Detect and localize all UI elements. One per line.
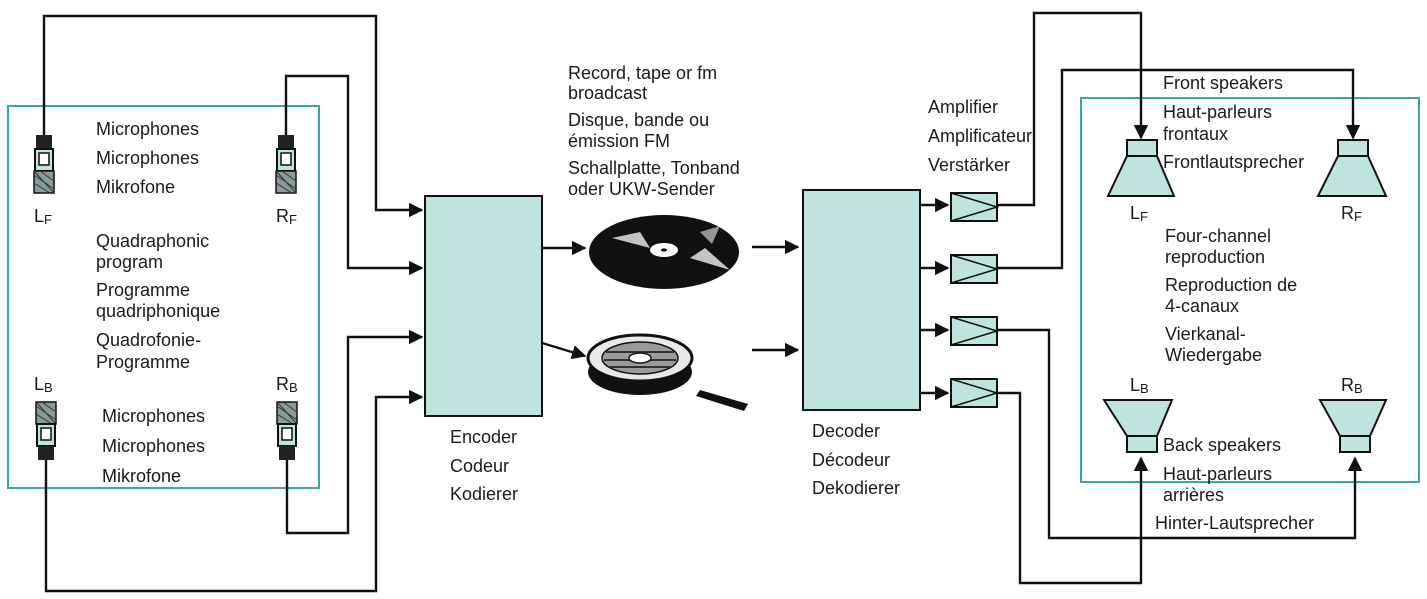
svg-text:Verstärker: Verstärker — [928, 155, 1010, 175]
microphone-frame — [7, 105, 320, 489]
svg-text:Mikrofone: Mikrofone — [102, 466, 181, 486]
mic-lb-label: LB — [34, 374, 53, 395]
microphone-rb-icon — [276, 401, 298, 460]
svg-text:program: program — [96, 252, 163, 272]
svg-text:quadriphonique: quadriphonique — [96, 301, 220, 321]
encoder-box — [424, 195, 543, 417]
svg-text:Hinter-Lautsprecher: Hinter-Lautsprecher — [1155, 513, 1314, 533]
svg-text:Decoder: Decoder — [812, 421, 880, 441]
speaker-rb-icon — [1318, 399, 1388, 453]
svg-text:Microphones: Microphones — [96, 148, 199, 168]
svg-text:Record, tape or fm: Record, tape or fm — [568, 63, 717, 83]
wire-amp4-to-lb — [997, 391, 1149, 585]
svg-text:Haut-parleurs: Haut-parleurs — [1163, 464, 1272, 484]
microphone-lb-icon — [35, 401, 57, 460]
speaker-lb-label: LB — [1130, 375, 1149, 396]
decoder-box — [802, 189, 921, 411]
svg-text:4-canaux: 4-canaux — [1165, 296, 1239, 316]
svg-text:arrières: arrières — [1163, 485, 1224, 505]
svg-text:Microphones: Microphones — [102, 406, 205, 426]
speaker-rf-icon — [1316, 139, 1388, 197]
svg-text:Frontlautsprecher: Frontlautsprecher — [1163, 152, 1304, 172]
svg-text:Front speakers: Front speakers — [1163, 73, 1283, 93]
svg-text:Amplificateur: Amplificateur — [928, 126, 1032, 146]
amplifier-text: Amplifier Amplificateur Verstärker — [928, 97, 1032, 175]
svg-text:Encoder: Encoder — [450, 427, 517, 447]
arrow-encoder-to-tape — [541, 341, 587, 360]
speaker-frame — [1080, 97, 1420, 483]
svg-text:Programme: Programme — [96, 352, 190, 372]
wire-amp3-to-rb — [997, 328, 1363, 540]
speaker-lb-icon — [1102, 399, 1174, 453]
svg-text:Mikrofone: Mikrofone — [96, 177, 175, 197]
microphone-lf-icon — [33, 135, 55, 194]
decoder-text: Decoder Décodeur Dekodierer — [812, 421, 900, 498]
svg-text:Décodeur: Décodeur — [812, 450, 890, 470]
wire-amp1-to-lf — [997, 11, 1149, 207]
wire-lb-to-encoder — [44, 389, 424, 593]
wire-rf-to-encoder — [284, 74, 424, 276]
svg-text:Codeur: Codeur — [450, 456, 509, 476]
svg-text:Dekodierer: Dekodierer — [812, 478, 900, 498]
svg-text:Haut-parleurs: Haut-parleurs — [1163, 102, 1272, 122]
svg-text:Microphones: Microphones — [102, 436, 205, 456]
amplifier-2-icon — [950, 254, 1000, 284]
svg-text:Vierkanal-: Vierkanal- — [1165, 324, 1246, 344]
wire-amp2-to-rf — [997, 68, 1361, 270]
svg-text:Schallplatte, Tonband: Schallplatte, Tonband — [568, 158, 740, 178]
svg-text:Amplifier: Amplifier — [928, 97, 998, 117]
mic-rf-label: RF — [276, 206, 297, 227]
amplifier-4-icon — [950, 378, 1000, 408]
svg-text:Four-channel: Four-channel — [1165, 226, 1271, 246]
microphone-rf-icon — [275, 135, 297, 194]
back-speakers-text: Back speakers Haut-parleurs arrières Hin… — [1155, 435, 1314, 533]
svg-text:oder UKW-Sender: oder UKW-Sender — [568, 179, 715, 199]
encoder-text: Encoder Codeur Kodierer — [450, 427, 518, 504]
svg-text:reproduction: reproduction — [1165, 247, 1265, 267]
record-disc-icon — [589, 215, 739, 289]
svg-text:Disque, bande ou: Disque, bande ou — [568, 110, 709, 130]
svg-text:Quadrofonie-: Quadrofonie- — [96, 330, 201, 350]
svg-text:Quadraphonic: Quadraphonic — [96, 231, 209, 251]
media-text: Record, tape or fm broadcast Disque, ban… — [568, 63, 740, 199]
speaker-lf-label: LF — [1130, 203, 1148, 224]
front-speakers-text: Front speakers Haut-parleurs frontaux Fr… — [1163, 73, 1304, 172]
svg-text:frontaux: frontaux — [1163, 124, 1228, 144]
mic-rb-label: RB — [276, 374, 298, 395]
quadraphonic-program-text: Quadraphonic program Programme quadripho… — [96, 231, 220, 372]
tape-reel-icon — [586, 333, 748, 411]
back-microphones-text: Microphones Microphones Mikrofone — [102, 406, 205, 486]
wire-lf-to-encoder — [42, 14, 424, 218]
svg-text:émission FM: émission FM — [568, 131, 670, 151]
svg-text:Reproduction de: Reproduction de — [1165, 275, 1297, 295]
speaker-rf-label: RF — [1341, 203, 1362, 224]
amplifier-1-icon — [950, 192, 1000, 222]
svg-text:Kodierer: Kodierer — [450, 484, 518, 504]
front-microphones-text: Microphones Microphones Mikrofone — [96, 119, 199, 197]
svg-text:Programme: Programme — [96, 280, 190, 300]
svg-text:Microphones: Microphones — [96, 119, 199, 139]
svg-text:Wiedergabe: Wiedergabe — [1165, 345, 1262, 365]
four-channel-reproduction-text: Four-channel reproduction Reproduction d… — [1165, 226, 1297, 365]
amplifier-3-icon — [950, 316, 1000, 346]
speaker-rb-label: RB — [1341, 375, 1363, 396]
wire-rb-to-encoder — [285, 329, 424, 535]
speaker-lf-icon — [1106, 139, 1176, 197]
svg-text:Back speakers: Back speakers — [1163, 435, 1281, 455]
mic-lf-label: LF — [34, 206, 52, 227]
svg-text:broadcast: broadcast — [568, 83, 647, 103]
